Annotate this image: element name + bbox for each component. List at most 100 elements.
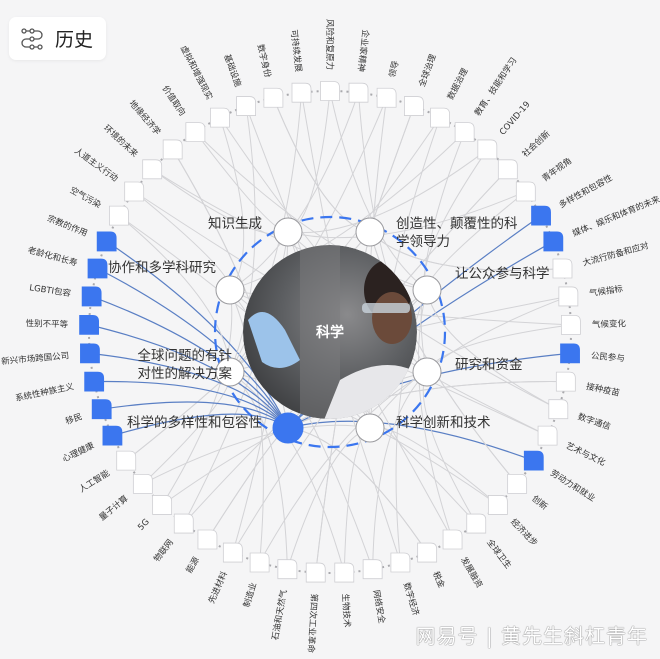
topic-node-square[interactable] bbox=[291, 82, 312, 103]
subtopic-node[interactable]: 科学的多样性和包容性 bbox=[127, 412, 304, 444]
topic-node-square[interactable] bbox=[442, 529, 463, 550]
subtopic-node-circle[interactable] bbox=[412, 357, 442, 387]
topic-node-square[interactable] bbox=[515, 181, 536, 202]
topic-node[interactable]: 大流行防备和应对 bbox=[552, 240, 650, 279]
topic-node[interactable]: 艺术与文化 bbox=[537, 425, 608, 469]
subtopic-node[interactable]: 让公众参与科学 bbox=[412, 265, 550, 305]
topic-node-square[interactable] bbox=[142, 159, 163, 180]
topic-node-square[interactable] bbox=[548, 399, 569, 420]
subtopic-node-circle[interactable] bbox=[215, 275, 245, 305]
subtopic-node-circle[interactable] bbox=[272, 412, 304, 444]
topic-node[interactable]: 可持续发展 bbox=[288, 29, 312, 103]
topic-node[interactable]: 量子计算 bbox=[97, 473, 153, 523]
topic-node-square[interactable] bbox=[376, 87, 397, 108]
topic-node[interactable]: 人工智能 bbox=[77, 450, 137, 495]
topic-node-square[interactable] bbox=[222, 542, 243, 563]
topic-node-square[interactable] bbox=[263, 87, 284, 108]
topic-node-square[interactable] bbox=[249, 552, 270, 573]
topic-node[interactable]: 青年视角 bbox=[515, 155, 574, 202]
topic-node-square[interactable] bbox=[116, 450, 137, 471]
topic-node-square[interactable] bbox=[487, 495, 508, 515]
subtopic-node[interactable]: 知识生成 bbox=[208, 215, 303, 247]
topic-node-square[interactable] bbox=[277, 559, 298, 580]
topic-node-square[interactable] bbox=[102, 425, 123, 446]
topic-node-square[interactable] bbox=[404, 96, 424, 116]
topic-node[interactable]: 气候变化 bbox=[560, 314, 627, 335]
topic-node[interactable]: 税金 bbox=[417, 542, 448, 590]
subtopic-node[interactable]: 创造性、颠覆性的科学领导力 bbox=[355, 216, 518, 250]
subtopic-node[interactable]: 全球问题的有针对性的解决方案 bbox=[138, 347, 245, 387]
subtopic-node[interactable]: 协作和多学科研究 bbox=[108, 259, 245, 305]
topic-node[interactable]: 第四次工业革命 bbox=[305, 562, 326, 654]
topic-node-square[interactable] bbox=[454, 122, 475, 143]
subtopic-node-circle[interactable] bbox=[412, 275, 442, 305]
topic-node[interactable]: 物联网 bbox=[152, 513, 194, 564]
topic-node-square[interactable] bbox=[417, 542, 438, 563]
topic-node[interactable]: 气候指标 bbox=[558, 283, 624, 307]
topic-node[interactable]: 数据治理 bbox=[430, 66, 471, 128]
topic-node[interactable]: 接种疫苗 bbox=[555, 371, 621, 399]
topic-node[interactable]: 制造业 bbox=[241, 552, 270, 609]
topic-node-square[interactable] bbox=[390, 552, 411, 573]
topic-node[interactable]: 石油和天然气 bbox=[270, 559, 298, 641]
topic-node-square[interactable] bbox=[84, 371, 105, 392]
topic-node-square[interactable] bbox=[152, 495, 173, 515]
topic-node[interactable]: 5G bbox=[136, 495, 173, 533]
topic-node[interactable]: 数字经济 bbox=[390, 552, 421, 617]
topic-node[interactable]: 创新 bbox=[507, 473, 551, 513]
topic-node-square[interactable] bbox=[348, 82, 369, 103]
subtopic-node[interactable]: 研究和资金 bbox=[412, 357, 523, 387]
topic-node-square[interactable] bbox=[555, 371, 576, 392]
topic-node[interactable]: 公民参与 bbox=[560, 343, 626, 364]
topic-node[interactable]: 全球治理 bbox=[404, 52, 439, 116]
topic-node-square[interactable] bbox=[543, 231, 564, 252]
topic-node[interactable]: 数字通信 bbox=[548, 399, 613, 433]
topic-node-square[interactable] bbox=[430, 107, 450, 128]
topic-node-square[interactable] bbox=[334, 562, 355, 583]
subtopic-node-circle[interactable] bbox=[355, 217, 385, 247]
topic-node[interactable]: 新兴市场跨国公司 bbox=[1, 343, 100, 367]
topic-node-square[interactable] bbox=[466, 513, 487, 534]
topic-node[interactable]: 数字身份 bbox=[255, 43, 284, 108]
topic-node[interactable]: 老龄化和长寿 bbox=[26, 245, 108, 279]
topic-node-square[interactable] bbox=[558, 286, 579, 307]
topic-node-square[interactable] bbox=[87, 258, 108, 279]
topic-node-square[interactable] bbox=[81, 286, 102, 307]
topic-node-square[interactable] bbox=[305, 562, 326, 583]
topic-node[interactable]: 先进材料 bbox=[206, 542, 243, 605]
subtopic-node-circle[interactable] bbox=[273, 217, 303, 247]
topic-node[interactable]: 能源 bbox=[184, 529, 218, 575]
topic-node-square[interactable] bbox=[507, 473, 528, 494]
topic-node-square[interactable] bbox=[109, 205, 129, 226]
topic-node-square[interactable] bbox=[162, 139, 183, 160]
topic-node[interactable]: 价值取向 bbox=[160, 84, 206, 143]
topic-node[interactable]: 心理健康 bbox=[61, 425, 123, 465]
topic-node-square[interactable] bbox=[362, 559, 383, 580]
topic-node-square[interactable] bbox=[552, 258, 573, 279]
topic-node-square[interactable] bbox=[124, 181, 145, 202]
topic-node[interactable]: 生物技术 bbox=[334, 562, 355, 628]
topic-node-square[interactable] bbox=[91, 399, 112, 420]
subtopic-node-circle[interactable] bbox=[355, 413, 385, 443]
topic-node-square[interactable] bbox=[185, 122, 206, 143]
topic-node[interactable]: 移民 bbox=[64, 399, 112, 427]
topic-node[interactable]: 空气污染 bbox=[68, 185, 129, 226]
history-button[interactable]: 历史 bbox=[9, 17, 106, 60]
topic-node-square[interactable] bbox=[320, 81, 340, 101]
topic-node-square[interactable] bbox=[531, 205, 551, 226]
topic-node[interactable]: 宗教的作用 bbox=[46, 213, 117, 252]
topic-node[interactable]: 企业家精神 bbox=[348, 29, 371, 103]
topic-node-square[interactable] bbox=[79, 314, 100, 335]
topic-node-square[interactable] bbox=[210, 107, 230, 128]
topic-node-square[interactable] bbox=[236, 96, 256, 116]
topic-node-square[interactable] bbox=[537, 425, 558, 446]
topic-node-square[interactable] bbox=[197, 529, 218, 550]
topic-node-square[interactable] bbox=[173, 513, 194, 534]
topic-node-square[interactable] bbox=[132, 473, 153, 494]
topic-node[interactable]: 全球卫生 bbox=[466, 513, 514, 571]
topic-node[interactable]: 领导 bbox=[376, 59, 401, 108]
topic-node-square[interactable] bbox=[80, 343, 100, 364]
topic-node[interactable]: LGBTI包容 bbox=[29, 282, 102, 307]
topic-node[interactable]: 系统性种族主义 bbox=[14, 371, 105, 404]
topic-node-square[interactable] bbox=[523, 450, 544, 471]
